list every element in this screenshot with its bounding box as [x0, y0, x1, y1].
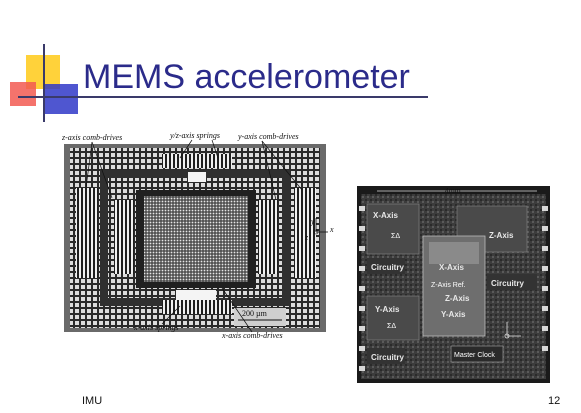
label-scale-bar: 200 µm	[242, 309, 268, 318]
chip-layout-figure: 4mm X-Axis ΣΔ Z-Axis Circuitry Circuitry…	[357, 186, 550, 383]
chip-z-axis-label: Z-Axis	[489, 231, 514, 240]
red-square-decoration	[10, 82, 36, 106]
axis-y-label: y	[310, 217, 315, 226]
proof-mass	[144, 196, 248, 282]
label-y-axis-comb-drives: y-axis comb-drives	[237, 132, 299, 141]
chip-y-axis-left-label: Y-Axis	[375, 305, 400, 314]
axis-x-label: x	[329, 225, 334, 234]
label-x-axis-comb-drives: x-axis comb-drives	[221, 331, 283, 340]
chip-axis-triad	[504, 322, 521, 339]
axis-triad: y x z	[304, 217, 334, 242]
chip-sigma-1: ΣΔ	[391, 233, 400, 240]
page-number: 12	[548, 395, 561, 407]
chip-size-label: 4mm	[445, 188, 461, 195]
chip-sigma-2: ΣΔ	[387, 323, 396, 330]
label-yz-axis-springs: y/z-axis springs	[169, 131, 220, 140]
title-underline	[18, 96, 428, 98]
slide-title: MEMS accelerometer	[83, 58, 410, 96]
chip-y-axis-center-label: Y-Axis	[441, 310, 466, 319]
axis-z-label: z	[304, 233, 309, 242]
chip-z-axis-center-label: Z-Axis	[445, 294, 470, 303]
right-comb-drive	[294, 188, 316, 278]
top-springs	[162, 154, 232, 168]
chip-x-axis-label: X-Axis	[373, 211, 398, 220]
chip-master-clock-label: Master Clock	[454, 352, 495, 359]
chip-circuitry-3: Circuitry	[371, 353, 404, 362]
label-x-axis-springs: x-axis springs	[133, 323, 179, 332]
blue-square-decoration	[44, 84, 78, 114]
vertical-rule	[43, 44, 45, 122]
chip-circuitry-1: Circuitry	[371, 263, 404, 272]
label-z-axis-comb-drives: z-axis comb-drives	[62, 133, 122, 142]
chip-circuitry-2: Circuitry	[491, 279, 524, 288]
left-comb-drive	[76, 188, 98, 278]
sem-micrograph-figure: z-axis comb-drives y/z-axis springs y-ax…	[62, 128, 350, 340]
chip-z-axis-ref-label: Z-Axis Ref.	[431, 282, 466, 289]
bottom-springs	[162, 300, 232, 314]
chip-x-axis-center-label: X-Axis	[439, 263, 464, 272]
footer-label: IMU	[82, 395, 103, 407]
